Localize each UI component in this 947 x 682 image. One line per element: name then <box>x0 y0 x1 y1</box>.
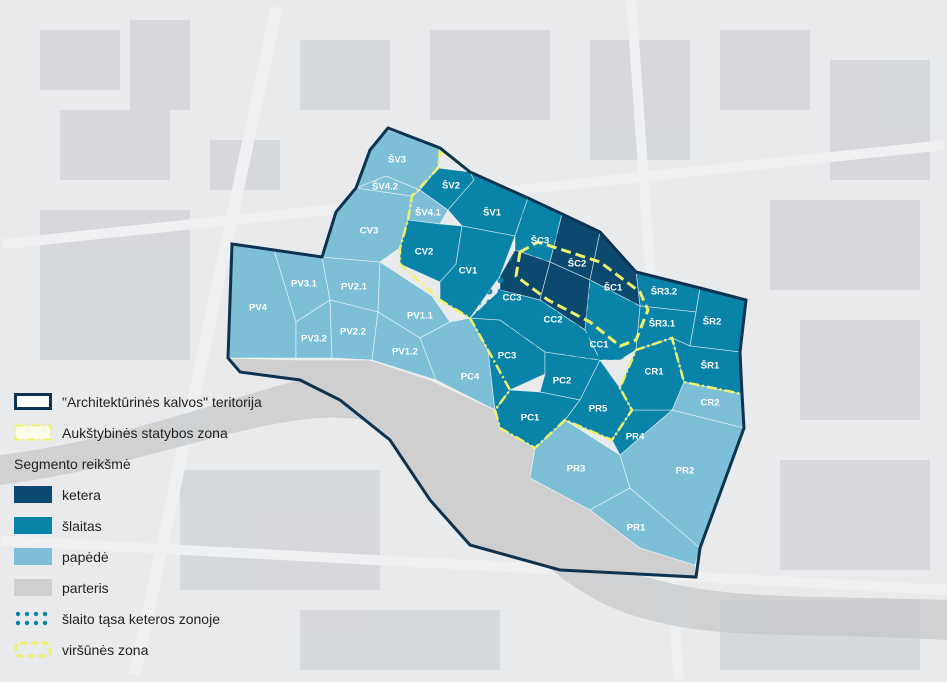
territory-outline <box>226 126 748 579</box>
parteris-swatch-icon <box>14 579 52 596</box>
label-PV11: PV1.1 <box>407 311 434 322</box>
label-PV21: PV2.1 <box>341 282 368 293</box>
label-SR1: ŠR1 <box>701 360 720 372</box>
legend-label-territory: "Architektūrinės kalvos" teritorija <box>62 393 262 410</box>
slaitas-swatch-icon <box>14 517 52 534</box>
label-SV3: ŠV3 <box>388 154 406 166</box>
legend-heading: Segmento reikšmė <box>14 455 131 472</box>
label-SC3: ŠC3 <box>531 235 549 247</box>
label-PR5: PR5 <box>589 404 608 415</box>
label-SC1: ŠC1 <box>604 282 623 294</box>
territory-swatch-icon <box>14 393 52 410</box>
label-CR2: CR2 <box>700 398 719 409</box>
label-SR31: ŠR3.1 <box>649 318 676 330</box>
label-PC1: PC1 <box>521 413 540 424</box>
high-zone-swatch-icon <box>14 424 52 441</box>
label-SC2: ŠC2 <box>568 258 586 270</box>
legend-label-dotted: šlaito tąsa keteros zonoje <box>62 610 220 627</box>
legend: "Architektūrinės kalvos" teritorija Aukš… <box>14 386 262 665</box>
label-PR1: PR1 <box>627 523 646 534</box>
label-PC2: PC2 <box>553 376 571 387</box>
legend-label-high-zone: Aukštybinės statybos zona <box>62 424 228 441</box>
label-SR32: ŠR3.2 <box>651 286 677 298</box>
label-PR2: PR2 <box>676 466 694 477</box>
legend-item-slaitas: šlaitas <box>14 510 262 541</box>
legend-label-ketera: ketera <box>62 486 101 503</box>
label-PV32: PV3.2 <box>301 334 327 345</box>
legend-item-summit: viršūnės zona <box>14 634 262 665</box>
label-SV42: ŠV4.2 <box>372 181 398 193</box>
label-SV41: ŠV4.1 <box>415 207 442 219</box>
label-PV12: PV1.2 <box>392 347 418 358</box>
legend-label-slaitas: šlaitas <box>62 517 102 534</box>
label-PV31: PV3.1 <box>291 279 318 290</box>
label-PV22: PV2.2 <box>340 327 366 338</box>
label-PC4: PC4 <box>461 372 480 383</box>
label-PC3: PC3 <box>498 351 516 362</box>
label-SV2: ŠV2 <box>442 180 460 192</box>
legend-label-summit: viršūnės zona <box>62 641 149 658</box>
legend-item-dotted: šlaito tąsa keteros zonoje <box>14 603 262 634</box>
label-CR1: CR1 <box>644 367 664 378</box>
ketera-swatch-icon <box>14 486 52 503</box>
legend-label-parteris: parteris <box>62 579 109 596</box>
legend-item-parteris: parteris <box>14 572 262 603</box>
summit-swatch-icon <box>14 641 52 658</box>
label-SV1: ŠV1 <box>483 207 502 219</box>
label-PR3: PR3 <box>567 464 585 475</box>
label-CV1: CV1 <box>459 266 478 277</box>
label-SR2: ŠR2 <box>703 316 721 328</box>
legend-label-papede: papėdė <box>62 548 109 565</box>
label-PR4: PR4 <box>626 432 645 443</box>
legend-item-high-zone: Aukštybinės statybos zona <box>14 417 262 448</box>
label-CV2: CV2 <box>415 247 433 258</box>
label-CC2: CC2 <box>543 315 562 326</box>
summit-zone-outline <box>514 240 650 348</box>
label-PV4: PV4 <box>249 303 268 314</box>
legend-item-territory: "Architektūrinės kalvos" teritorija <box>14 386 262 417</box>
papede-swatch-icon <box>14 548 52 565</box>
label-CV3: CV3 <box>360 226 378 237</box>
legend-item-ketera: ketera <box>14 479 262 510</box>
label-CC3: CC3 <box>502 293 521 304</box>
dotted-swatch-icon <box>14 610 52 627</box>
label-CC1: CC1 <box>589 340 609 351</box>
segment-labels: ŠV3 ŠV4.2 ŠV2 ŠV1 ŠV4.1 CV3 CV2 CV1 ŠC3 … <box>249 154 721 534</box>
legend-item-papede: papėdė <box>14 541 262 572</box>
